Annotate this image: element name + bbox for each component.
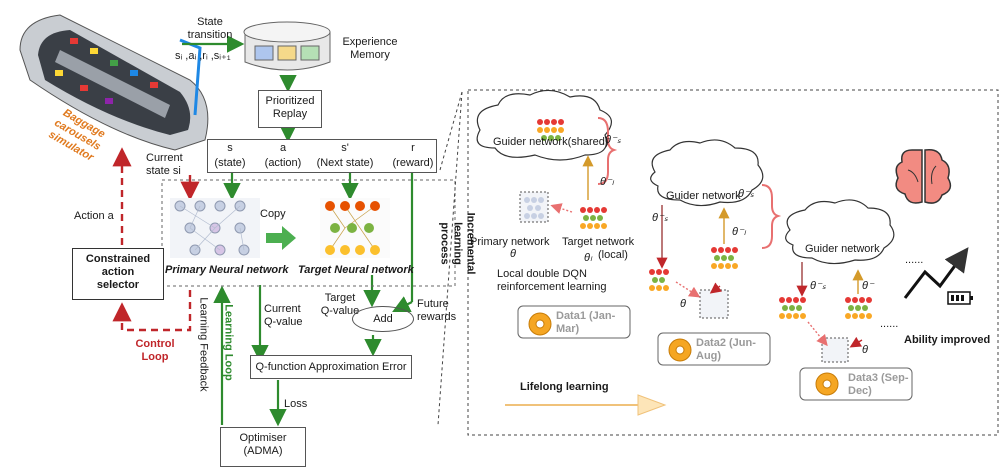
guider-network-2: Guider network [666,190,741,202]
transition-tuple-box [207,139,437,173]
target-nn-label: Target Neural network [298,264,414,276]
loss-label: Loss [284,398,308,410]
lifelong-arrow [505,394,667,416]
guider-clouds [476,89,895,265]
control-loop-arrows [112,147,200,332]
experience-memory-cylinder [243,21,331,71]
baggage-carousel-image [19,14,209,151]
primary-nn-graphic [170,198,260,258]
target-nn-graphic [320,198,390,258]
tuple-sub-reward: (reward) [392,157,434,169]
tuple-header-r: r [411,142,415,154]
lifelong-panel [467,89,999,436]
dots-1: ...... [905,254,924,266]
q-function-error-box: Q-function Approximation Error [250,355,412,379]
action-label: Action a [74,210,114,222]
tuple-sub-action: (action) [264,157,302,169]
theta-s-minus-1: θ⁻ₛ [605,134,621,146]
tuple-header-s: s [227,142,233,154]
theta-s-minus-2: θ⁻ₛ [738,188,754,200]
tuple-sub-next-state: (Next state) [316,157,374,169]
tuple-header-a: a [279,142,287,154]
data2-label: Data2 (Jun-Aug) [696,337,756,362]
gear-icons [528,312,839,396]
theta-2: θ [680,298,686,310]
add-node: Add [352,306,414,332]
theta-l-2: θₗ [584,252,592,264]
primary-network-label: Primary network [470,236,550,248]
learning-loop-label: Learning Loop [222,304,235,381]
theta-s-minus-4: θ⁻ₛ [810,280,826,292]
copy-arrow [266,226,296,250]
guider-network-3: Guider network [805,243,880,255]
learning-feedback-label: Learning Feedback [197,297,210,392]
tuple-sub-state: (state) [214,157,246,169]
battery-icon [947,291,973,305]
theta-minus-1: θ⁻ [862,280,874,292]
bracket-marks [597,117,782,249]
right-arrows [550,155,864,348]
copy-label: Copy [260,208,286,220]
ability-label: Ability improved [904,334,991,346]
dots-2: ...... [880,318,899,330]
data-boxes [517,305,913,401]
primary-nn-label: Primary Neural network [165,264,289,276]
theta-l-minus-2: θ⁻ₗ [732,226,746,238]
guider-shared-label: Guider network(shared) [493,136,609,148]
tuple-header-s-prime: s' [341,142,349,154]
target-network-label: Target network [562,236,635,248]
local-tag: (local) [598,249,628,261]
theta-l-minus-1: θ⁻ₗ [600,176,614,188]
transition-tuple: sᵢ ,aᵢ ,rᵢ ,sᵢ₊₁ [175,50,231,62]
optimiser-box: Optimiser(ADMA) [220,427,306,467]
data1-label: Data1 (Jan-Mar) [556,310,616,335]
theta-1: θ [510,248,516,260]
incremental-region [161,179,456,287]
theta-s-minus-3: θ⁻ₛ [652,212,668,224]
theta-3: θ [862,344,868,356]
brain-icon [895,148,952,204]
trend-up-icon [903,247,969,299]
lifelong-label: Lifelong learning [520,381,609,393]
data3-label: Data3 (Sep-Dec) [848,372,909,397]
